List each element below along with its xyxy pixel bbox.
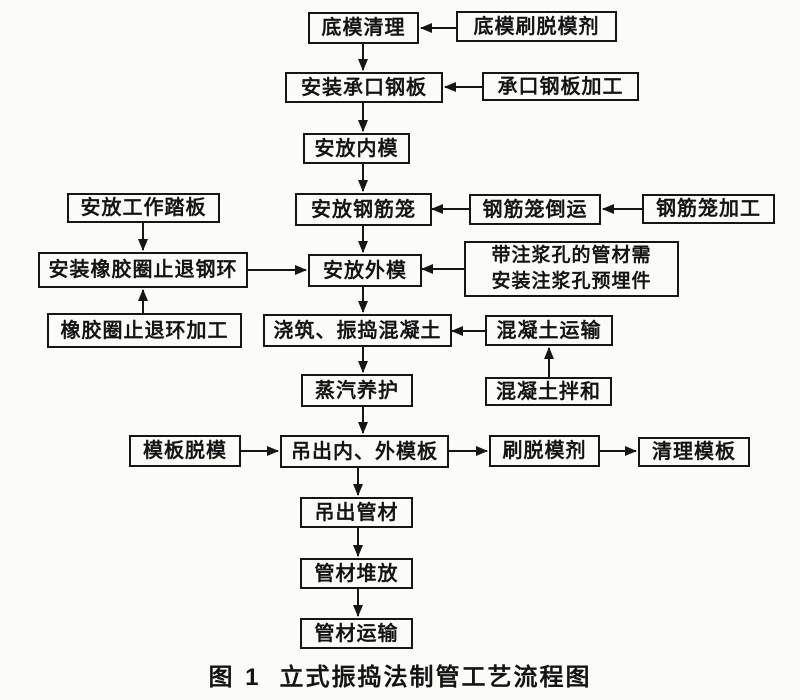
grouting-note-line1: 带注浆孔的管材需 (491, 245, 652, 266)
node-bottom-mold-release-agent: 底模刷脱模剂 (456, 11, 617, 42)
node-rebar-cage-processing: 钢筋笼加工 (642, 194, 775, 224)
figure-caption: 图 1 立式振捣法制管工艺流程图 (0, 657, 800, 692)
node-install-rubber-ring: 安装橡胶圈止退钢环 (38, 252, 248, 288)
node-pour-vibrate-concrete: 浇筑、振捣混凝土 (263, 314, 452, 347)
node-lift-out-molds: 吊出内、外模板 (280, 435, 449, 468)
figure-title: 立式振捣法制管工艺流程图 (279, 664, 592, 691)
node-install-socket-plate: 安装承口钢板 (285, 72, 443, 103)
node-lift-out-pipe: 吊出管材 (300, 497, 413, 528)
node-pipe-stacking: 管材堆放 (300, 558, 413, 589)
node-grouting-note: 带注浆孔的管材需 安装注浆孔预埋件 (464, 241, 679, 297)
grouting-note-line2: 安装注浆孔预埋件 (491, 271, 652, 292)
node-steam-curing: 蒸汽养护 (301, 374, 413, 407)
node-place-rebar-cage: 安放钢筋笼 (295, 193, 432, 226)
node-clean-bottom-mold: 底模清理 (308, 12, 419, 44)
node-place-outer-mold: 安放外模 (308, 254, 422, 287)
node-place-inner-mold: 安放内模 (303, 133, 410, 164)
node-mold-release: 模板脱模 (129, 435, 241, 467)
node-rebar-cage-transfer: 钢筋笼倒运 (469, 194, 601, 225)
node-place-work-platform: 安放工作踏板 (67, 193, 220, 223)
node-clean-mold: 清理模板 (638, 437, 750, 467)
figure-number: 图 1 (208, 664, 262, 691)
node-brush-release-agent: 刷脱模剂 (489, 435, 600, 467)
node-rubber-ring-processing: 橡胶圈止退环加工 (47, 313, 242, 348)
node-socket-plate-processing: 承口钢板加工 (482, 72, 639, 101)
node-pipe-transport: 管材运输 (300, 618, 413, 649)
node-concrete-mixing: 混凝土拌和 (485, 377, 612, 406)
node-concrete-transport: 混凝土运输 (485, 315, 613, 346)
